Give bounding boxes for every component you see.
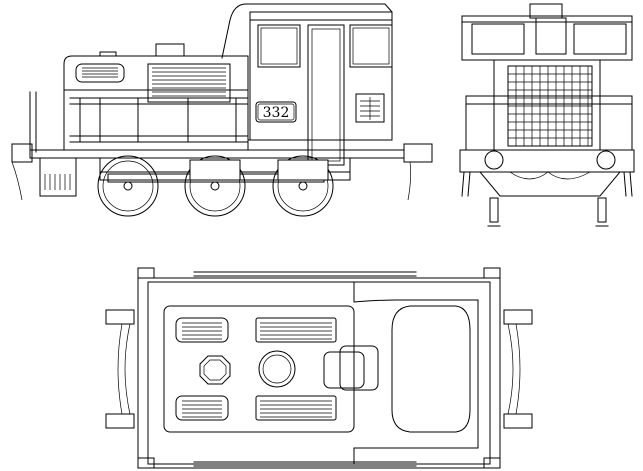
top-grille-left-bottom: [175, 395, 229, 421]
top-grille-left: [175, 317, 229, 343]
battery-box: [39, 157, 77, 197]
top-grille-right: [255, 317, 337, 343]
top-grille-right-bottom: [255, 395, 337, 421]
top-view: [105, 267, 533, 469]
engine-hood: [63, 55, 249, 151]
hood-vent: [75, 63, 125, 83]
side-view: 332: [11, 3, 433, 217]
front-window-right: [573, 23, 627, 55]
buffer-right: [403, 143, 433, 163]
number-plate: [255, 101, 297, 123]
front-buffer-right: [596, 150, 616, 170]
cab-door: [307, 24, 345, 166]
round-hatch: [258, 350, 296, 388]
buffer-left: [11, 143, 33, 163]
side-frame: [29, 149, 405, 159]
cab-window-left: [257, 24, 301, 68]
front-window-left: [471, 23, 525, 55]
front-view: [459, 3, 635, 227]
top-frame: [137, 277, 501, 469]
locomotive-number: 332: [263, 105, 290, 121]
cab-roof: [221, 3, 393, 141]
top-cab-roof: [391, 305, 471, 433]
top-hood: [163, 305, 355, 433]
cab-window-right: [349, 24, 393, 68]
top-exhaust: [323, 351, 365, 389]
octagonal-hatch: [199, 355, 231, 385]
wheels: [97, 155, 334, 217]
front-buffer-left: [484, 150, 504, 170]
front-hood: [493, 59, 601, 151]
coupler-right: [503, 309, 533, 429]
coupler-left: [105, 309, 135, 429]
side-plate: [355, 93, 385, 123]
hood-grille: [147, 63, 231, 103]
front-cab: [461, 15, 633, 61]
exhaust-cap: [155, 43, 185, 57]
